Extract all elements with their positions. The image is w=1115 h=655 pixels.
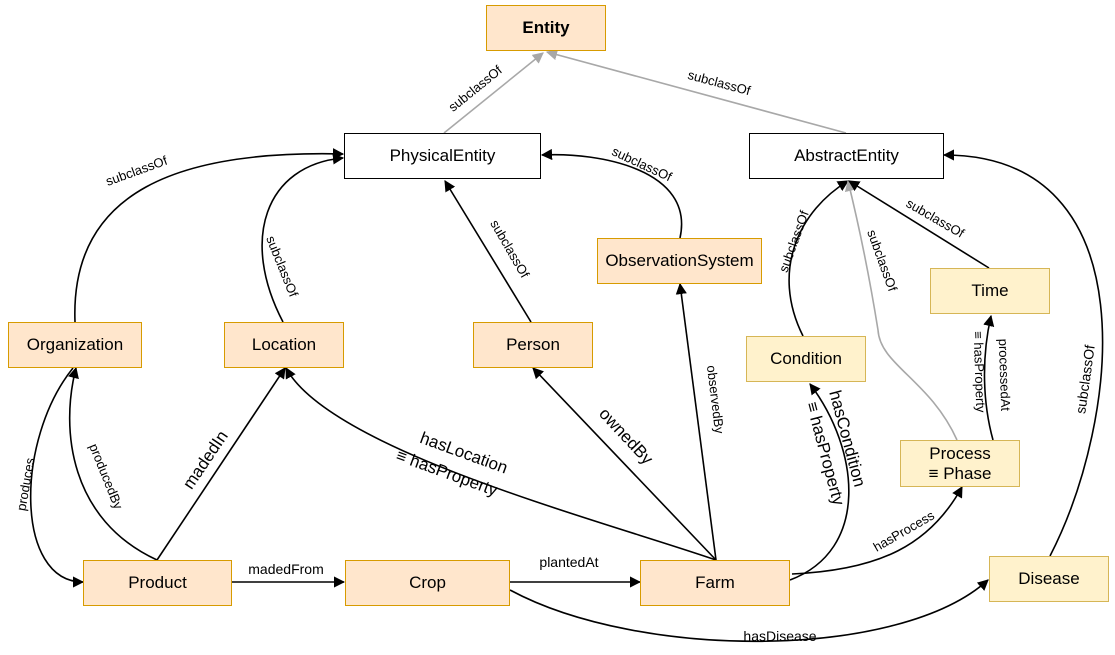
node-crop-label: Crop xyxy=(409,573,446,593)
label-ownedby: ownedBy xyxy=(595,404,657,468)
label-produces: produces xyxy=(14,456,38,512)
node-entity-label: Entity xyxy=(522,18,570,38)
node-disease: Disease xyxy=(989,556,1109,602)
edge-disease-to-abstract xyxy=(942,149,1104,557)
edge-farm-observedby-observation xyxy=(675,282,717,561)
label-abstract-subclass: subclassOf xyxy=(686,67,752,98)
node-farm-label: Farm xyxy=(695,573,735,593)
label-producedby: producedBy xyxy=(86,441,126,511)
edge-product-madedin-location xyxy=(156,367,286,561)
edge-abstract-to-entity xyxy=(545,49,847,134)
node-organization-label: Organization xyxy=(26,335,124,355)
edge-process-to-abstract xyxy=(844,179,958,441)
node-product-label: Product xyxy=(128,573,187,593)
edge-physical-to-entity xyxy=(443,52,544,134)
edge-product-producedby-organization xyxy=(68,366,158,561)
node-organization: Organization xyxy=(8,322,142,368)
node-observation-system-label: ObservationSystem xyxy=(605,251,754,271)
label-condition-subclass: subclassOf xyxy=(776,208,812,274)
label-observation-subclass: subclassOf xyxy=(610,144,675,185)
label-processedat: processedAt xyxy=(996,338,1014,411)
node-entity: Entity xyxy=(486,5,606,51)
node-process-label: Process xyxy=(929,443,991,463)
edge-organization-produces-product xyxy=(29,367,85,588)
edge-farm-hascondition-condition xyxy=(789,383,850,581)
edge-farm-ownedby-person xyxy=(532,367,717,561)
node-abstract-entity: AbstractEntity xyxy=(749,133,944,179)
node-product: Product xyxy=(83,560,232,606)
node-abstract-entity-label: AbstractEntity xyxy=(794,146,899,166)
label-observedby: observedBy xyxy=(704,364,727,434)
edge-condition-to-abstract xyxy=(788,180,849,337)
node-location: Location xyxy=(224,322,344,368)
label-person-subclass: subclassOf xyxy=(487,217,532,281)
node-time-label: Time xyxy=(971,281,1009,301)
edge-organization-to-physical xyxy=(74,148,345,323)
label-plantedat: plantedAt xyxy=(539,554,598,570)
label-disease-subclass: subclassOf xyxy=(1072,344,1097,415)
node-crop: Crop xyxy=(345,560,510,606)
label-processedat-equiv: ≡ hasProperty xyxy=(971,331,989,413)
edge-process-processedat-time xyxy=(983,314,995,441)
node-condition: Condition xyxy=(746,336,866,382)
edge-location-to-physical xyxy=(261,153,345,323)
edge-farm-haslocation-location xyxy=(285,367,717,561)
node-process: Process ≡ Phase xyxy=(900,440,1020,487)
edge-farm-hasprocess-process xyxy=(791,486,963,575)
edge-observation-to-physical xyxy=(540,148,683,239)
node-person: Person xyxy=(473,322,593,368)
node-physical-entity: PhysicalEntity xyxy=(344,133,541,179)
node-farm: Farm xyxy=(640,560,790,606)
node-process-equiv-label: ≡ Phase xyxy=(928,463,992,483)
edge-time-to-abstract xyxy=(848,180,990,269)
node-time: Time xyxy=(930,268,1050,314)
edge-person-to-physical xyxy=(444,180,532,323)
node-disease-label: Disease xyxy=(1018,569,1080,589)
edge-crop-hasdisease-disease xyxy=(509,579,989,643)
node-location-label: Location xyxy=(251,335,317,355)
label-organization-subclass: subclassOf xyxy=(104,153,170,189)
node-person-label: Person xyxy=(506,335,560,355)
node-observation-system: ObservationSystem xyxy=(597,238,762,284)
node-condition-label: Condition xyxy=(770,349,842,369)
node-physical-entity-label: PhysicalEntity xyxy=(389,146,496,166)
label-hasdisease: hasDisease xyxy=(743,628,816,644)
label-madedfrom: madedFrom xyxy=(248,561,323,577)
